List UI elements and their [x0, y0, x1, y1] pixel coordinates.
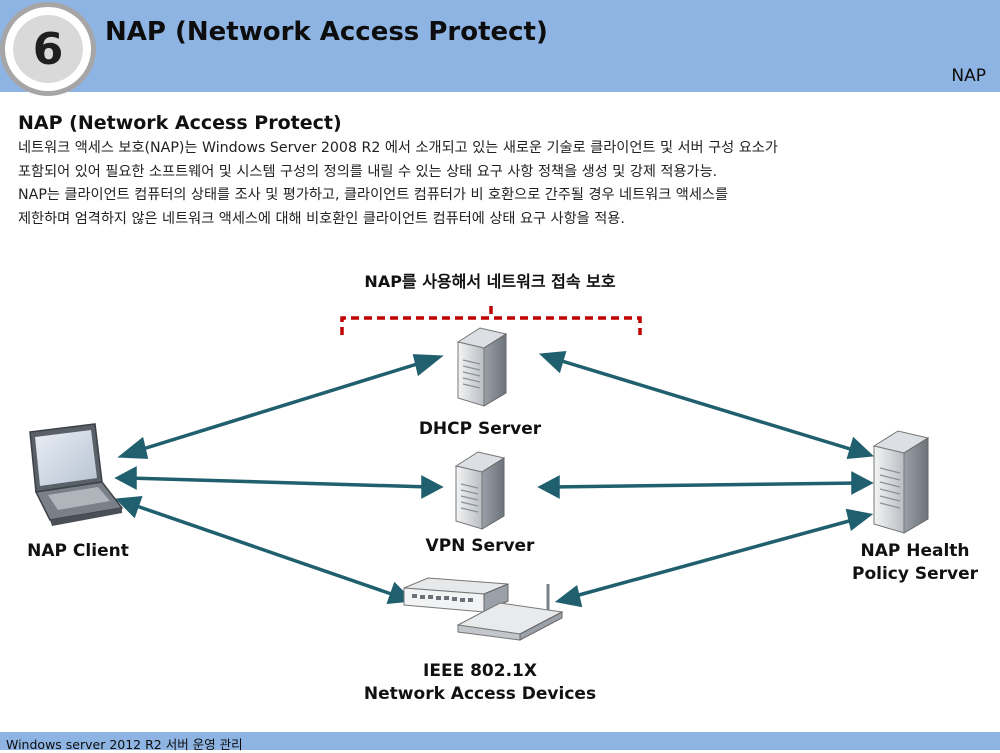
vpn-server-label: VPN Server [425, 536, 535, 556]
badge-inner-circle: 6 [13, 15, 83, 83]
arrows [114, 351, 875, 608]
description-line: 네트워크 액세스 보호(NAP)는 Windows Server 2008 R2… [18, 140, 778, 156]
diagram-title: NAP를 사용해서 네트워크 접속 보호 [364, 272, 616, 291]
health-server-label-line2: Policy Server [851, 564, 979, 584]
network-switch-icon [403, 577, 509, 613]
ieee-devices-label-line2: Network Access Devices [363, 684, 597, 704]
description-line: 포함되어 있어 필요한 소프트웨어 및 시스템 구성의 정의를 내릴 수 있는 … [18, 163, 718, 180]
slide-number: 6 [32, 23, 64, 75]
dhcp-server-icon [456, 327, 508, 407]
description-line: NAP는 클라이언트 컴퓨터의 상태를 조사 및 평가하고, 클라이언트 컴퓨터… [18, 187, 728, 203]
bracket [340, 306, 642, 335]
nap-client-label: NAP Client [27, 541, 129, 561]
ieee-devices-label-line1: IEEE 802.1X [423, 661, 537, 681]
vpn-server-icon [454, 451, 506, 530]
description: 네트워크 액세스 보호(NAP)는 Windows Server 2008 R2… [18, 137, 988, 231]
slide-title: NAP (Network Access Protect) [105, 17, 548, 47]
dhcp-server-label: DHCP Server [418, 419, 542, 439]
section-tag: NAP [951, 66, 986, 86]
header-bar [0, 0, 1000, 92]
footer-text: Windows server 2012 R2 서버 운영 관리 [6, 737, 243, 752]
health-server-label-line1: NAP Health [860, 541, 970, 561]
slide-number-badge: 6 [0, 2, 96, 96]
footer-bar: Windows server 2012 R2 서버 운영 관리 [0, 732, 1000, 752]
description-line: 제한하며 엄격하지 않은 네트워크 액세스에 대해 비호환인 클라이언트 컴퓨터… [18, 210, 625, 227]
content-heading: NAP (Network Access Protect) [18, 112, 342, 134]
health-policy-server-icon [872, 430, 930, 534]
access-point-icon [456, 584, 564, 641]
laptop-icon [29, 423, 124, 526]
